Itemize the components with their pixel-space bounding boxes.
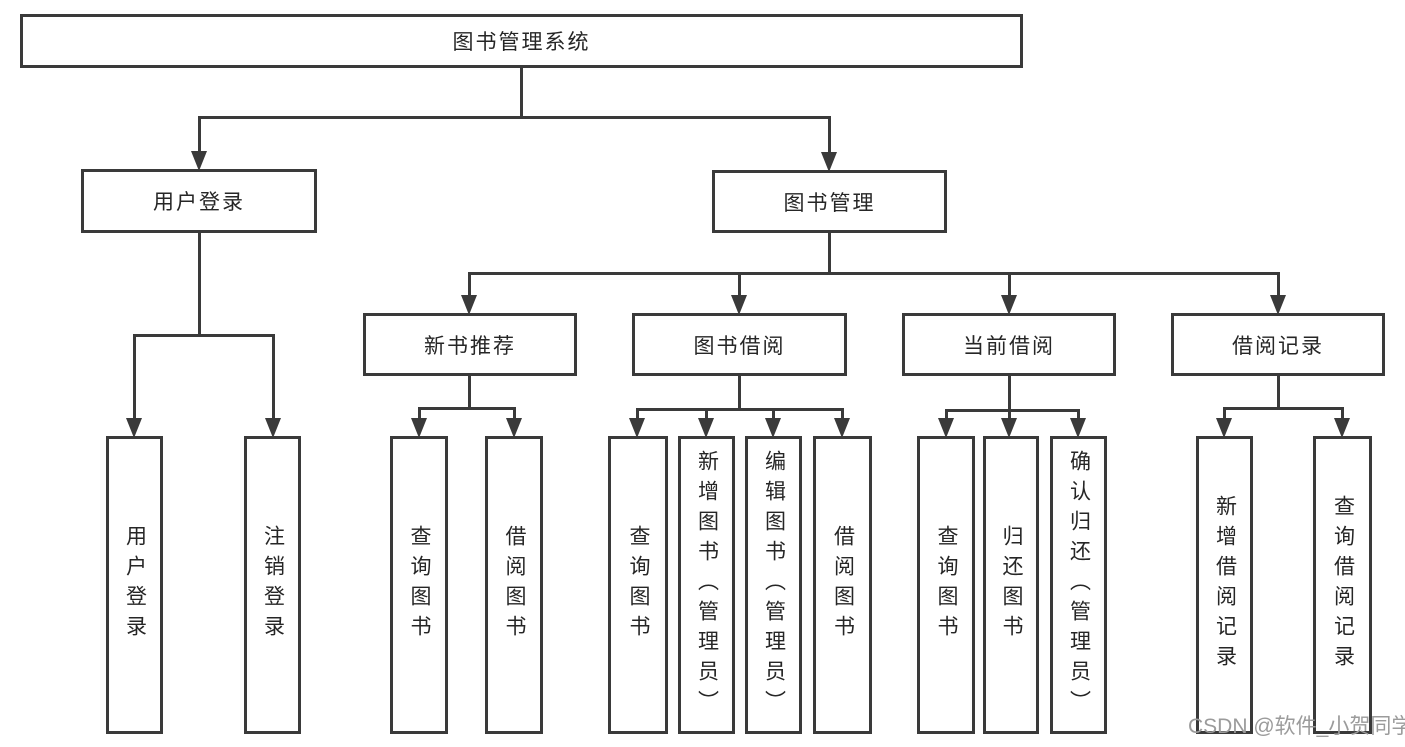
node-book-management-module: 图书管理 [712,170,947,233]
node-current-borrow: 当前借阅 [902,313,1116,376]
leaf-borrow-books: 借阅图书 [813,436,872,734]
arrow-down-icon [765,418,781,438]
leaf-confirm-return-admin: 确认归还（管理员） [1050,436,1107,734]
arrow-down-icon [265,418,281,438]
leaf-recommend-query-books: 查询图书 [390,436,448,734]
leaf-current-query-books: 查询图书 [917,436,975,734]
connector-vline [737,273,741,309]
connector-hline [417,406,516,410]
leaf-borrow-query-books: 查询图书 [608,436,668,734]
leaf-user-login: 用户登录 [106,436,163,734]
node-book-borrow: 图书借阅 [632,313,847,376]
arrow-down-icon [698,418,714,438]
connector-vline [1007,376,1011,410]
leaf-edit-books-admin: 编辑图书（管理员） [745,436,802,734]
arrow-down-icon [1001,418,1017,438]
connector-hline [1222,406,1344,410]
node-user-login-module: 用户登录 [81,169,317,233]
arrow-down-icon [506,418,522,438]
arrow-down-icon [411,418,427,438]
connector-vline [827,233,831,273]
arrow-down-icon [834,418,850,438]
arrow-down-icon [629,418,645,438]
connector-hline [132,333,275,337]
node-borrow-records: 借阅记录 [1171,313,1385,376]
leaf-add-borrow-record: 新增借阅记录 [1196,436,1253,734]
connector-vline [197,233,201,335]
arrow-down-icon [821,152,837,172]
arrow-down-icon [938,418,954,438]
leaf-add-books-admin: 新增图书（管理员） [678,436,735,734]
connector-vline [737,376,741,409]
connector-hline [467,271,1280,275]
connector-vline [519,68,523,117]
connector-vline [467,273,471,309]
connector-vline [1007,273,1011,309]
arrow-down-icon [1270,295,1286,315]
arrow-down-icon [126,418,142,438]
leaf-query-borrow-record: 查询借阅记录 [1313,436,1372,734]
connector-vline [132,335,136,432]
node-root-library-system: 图书管理系统 [20,14,1023,68]
connector-vline [1276,273,1280,309]
connector-vline [827,117,831,166]
node-new-book-recommend: 新书推荐 [363,313,577,376]
arrow-down-icon [191,151,207,171]
leaf-recommend-borrow-books: 借阅图书 [485,436,543,734]
arrow-down-icon [731,295,747,315]
connector-vline [1276,376,1280,408]
connector-hline [944,408,1080,412]
connector-vline [467,376,471,408]
arrow-down-icon [461,295,477,315]
leaf-logout: 注销登录 [244,436,301,734]
arrow-down-icon [1334,418,1350,438]
connector-vline [197,117,201,165]
arrow-down-icon [1001,295,1017,315]
arrow-down-icon [1216,418,1232,438]
connector-hline [197,115,831,119]
arrow-down-icon [1070,418,1086,438]
connector-vline [271,335,275,432]
connector-hline [635,407,844,411]
leaf-return-books: 归还图书 [983,436,1039,734]
watermark: CSDN @软件_小贺同学 [1188,715,1405,738]
